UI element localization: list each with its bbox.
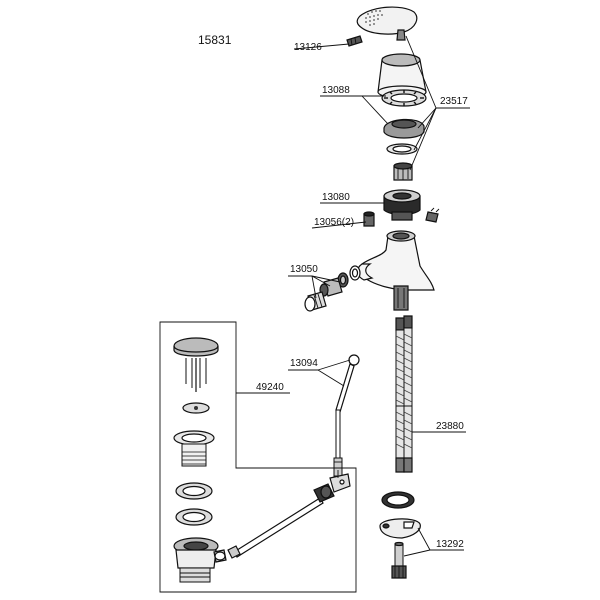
pivot-rod (214, 483, 335, 561)
dome-nut (383, 118, 425, 139)
flexible-hoses (395, 315, 413, 473)
cartridge (383, 189, 421, 221)
label-13050: 13050 (290, 264, 318, 275)
side-plug-right (425, 207, 440, 223)
leader-13056 (311, 221, 367, 229)
clevis-strap (329, 470, 351, 493)
pop-up-rod (333, 354, 360, 477)
label-13080: 13080 (322, 192, 350, 203)
mixer-body (357, 230, 435, 311)
label-13292: 13292 (436, 539, 464, 550)
side-plug-left (363, 211, 375, 227)
grub-screw (346, 35, 363, 47)
aerator-set (304, 265, 361, 312)
waste-plug (173, 337, 219, 392)
fixing-washer (381, 491, 415, 509)
label-23880: 23880 (436, 421, 464, 432)
leader-13126 (293, 43, 350, 50)
waste-washer-1 (175, 482, 213, 500)
label-49240: 49240 (256, 382, 284, 393)
waste-kit-box (159, 321, 357, 593)
slotted-ring (381, 89, 427, 107)
label-13056: 13056(2) (314, 217, 354, 228)
fixing-stud (391, 541, 407, 579)
lever-handle (356, 6, 418, 41)
spindle-adaptor (393, 162, 413, 181)
label-23517: 23517 (440, 96, 468, 107)
label-13088: 13088 (322, 85, 350, 96)
horseshoe-plate (379, 518, 421, 539)
spacer-ring (386, 143, 418, 155)
label-13094: 13094 (290, 358, 318, 369)
plug-washer (182, 402, 210, 414)
label-13126: 13126 (294, 42, 322, 53)
waste-flange (173, 430, 215, 467)
waste-washer-2 (175, 508, 213, 526)
assembly-number: 15831 (198, 33, 232, 47)
